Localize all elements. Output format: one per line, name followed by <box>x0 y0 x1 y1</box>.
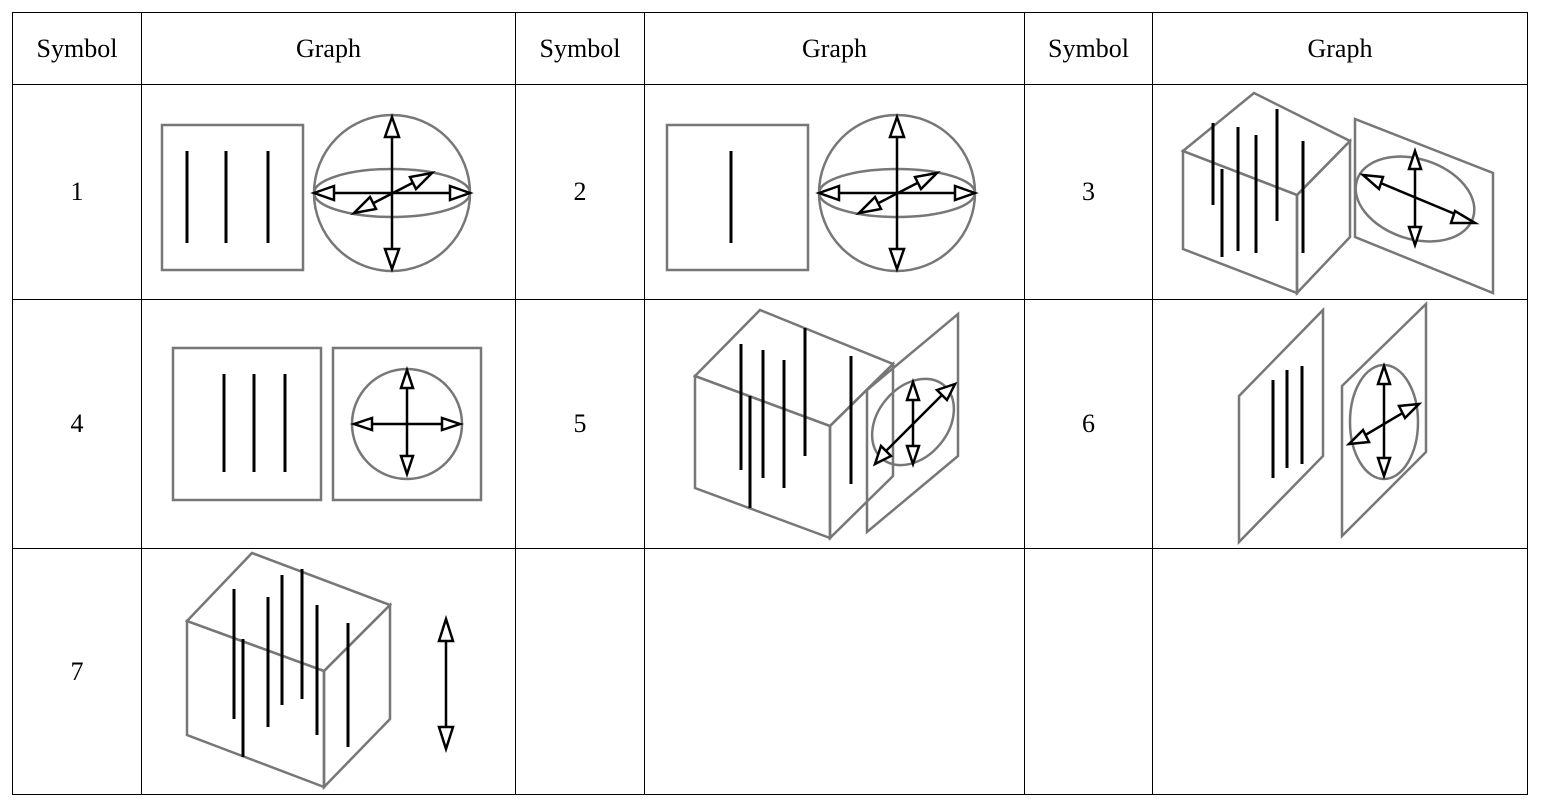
header-graph-3: Graph <box>1152 12 1528 85</box>
symbol-cell: 1 <box>12 84 142 300</box>
graph-cube-tilted-ellipse <box>1180 91 1495 297</box>
circle-panel-icon <box>331 346 483 502</box>
symbol-cell <box>1024 548 1153 795</box>
double-arrow-icon <box>437 614 455 754</box>
square-panel <box>160 123 305 272</box>
header-row: Symbol Graph Symbol Graph Symbol Graph <box>12 12 1528 85</box>
header-graph-2: Graph <box>644 12 1025 85</box>
symbol-cell: 4 <box>12 299 142 549</box>
graph-cube-arrow <box>184 551 455 791</box>
cube-icon <box>692 308 896 541</box>
table-row: 1 <box>12 84 1528 300</box>
square-panel <box>171 346 323 502</box>
vertical-plane-ellipse-icon <box>865 311 960 535</box>
graph-cell <box>644 84 1025 300</box>
symbol-cell <box>515 548 645 795</box>
square-panel <box>665 123 810 272</box>
table-row: 7 <box>12 548 1528 795</box>
symbol-cell: 5 <box>515 299 645 549</box>
sphere-icon <box>815 113 979 273</box>
table-row: 4 5 <box>12 299 1528 549</box>
graph-square-lines-sphere <box>160 113 474 273</box>
plane-lines-icon <box>1237 306 1325 546</box>
header-symbol-2: Symbol <box>515 12 645 85</box>
plane-ellipse-icon <box>1340 301 1428 540</box>
graph-cube-vertical-plane-ellipse <box>692 308 960 541</box>
header-symbol-1: Symbol <box>12 12 142 85</box>
graph-cell <box>141 84 516 300</box>
header-symbol-3: Symbol <box>1024 12 1153 85</box>
graph-cell <box>1152 548 1528 795</box>
symbol-cell: 6 <box>1024 299 1153 549</box>
sphere-icon <box>310 113 474 273</box>
graph-cell <box>644 299 1025 549</box>
graph-cell <box>1152 299 1528 549</box>
cube-icon <box>1180 91 1353 297</box>
graph-cell <box>141 299 516 549</box>
cube-icon <box>184 551 393 791</box>
symbol-graph-table: Symbol Graph Symbol Graph Symbol Graph 1 <box>12 12 1528 795</box>
graph-square-lines-circle <box>171 346 483 502</box>
graph-two-planes <box>1237 301 1428 546</box>
graph-cell <box>644 548 1025 795</box>
symbol-cell: 3 <box>1024 84 1153 300</box>
graph-cell <box>141 548 516 795</box>
graph-cell <box>1152 84 1528 300</box>
tilted-plane-ellipse-icon <box>1353 117 1495 295</box>
symbol-cell: 2 <box>515 84 645 300</box>
symbol-cell: 7 <box>12 548 142 795</box>
graph-square-line-sphere <box>665 113 979 273</box>
header-graph-1: Graph <box>141 12 516 85</box>
